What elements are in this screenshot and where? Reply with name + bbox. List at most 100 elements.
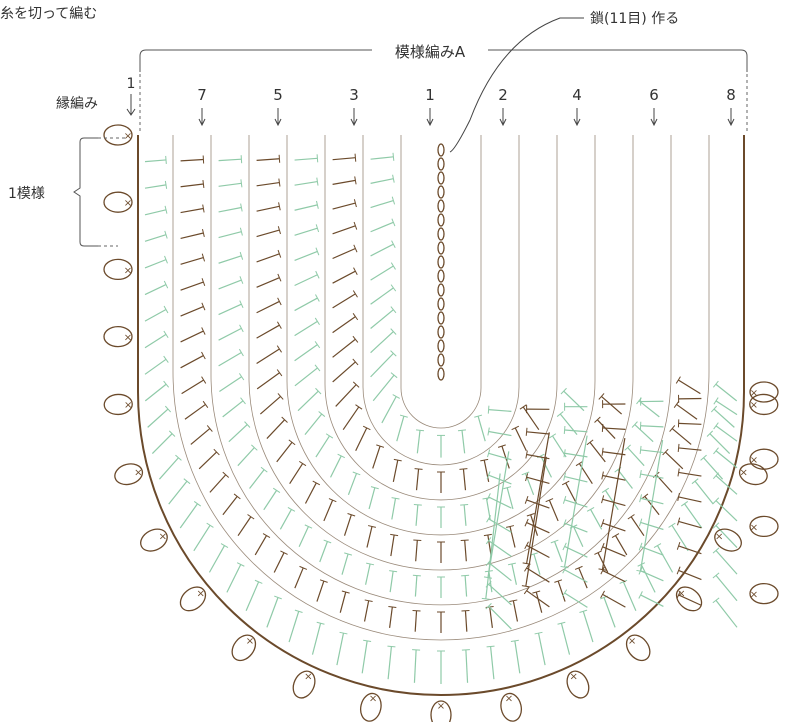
stitch-bar: [524, 518, 529, 527]
stitch-bar: [561, 480, 570, 486]
stitch-bar: [627, 514, 635, 520]
row-guide-curve: [248, 135, 634, 571]
stitch-bar: [601, 447, 604, 456]
stitch-bar: [507, 562, 516, 566]
stitch-mark: [511, 563, 518, 585]
stitch-mark: [464, 610, 468, 632]
stitch-bar: [316, 177, 319, 186]
stitch-mark: [180, 207, 204, 214]
stitch-bar: [562, 565, 567, 574]
stitch-bar: [304, 524, 313, 529]
stitch-bar: [353, 244, 358, 253]
row-arrow: [573, 108, 581, 127]
chain-stitch: [437, 269, 445, 283]
stitch-bar: [624, 444, 631, 451]
stitch-mark: [245, 581, 260, 612]
stitch-mark: [279, 509, 292, 530]
stitch-mark: [526, 567, 550, 583]
stitch-mark: [416, 430, 421, 454]
stitch-mark: [368, 487, 376, 510]
stitch-mark: [180, 232, 204, 240]
stitch-bar: [353, 199, 357, 208]
stitch-mark: [684, 503, 703, 529]
stitch-bar: [364, 599, 373, 602]
row-number: 2: [498, 86, 508, 104]
stitch-bar: [662, 448, 669, 456]
stitch-bar: [328, 498, 337, 503]
row-arrow: [727, 108, 735, 127]
stitch-mark: [198, 451, 217, 470]
stitch-mark: [294, 227, 318, 236]
stitch-mark: [602, 593, 626, 608]
stitch-mark: [332, 179, 356, 185]
stitch-bar: [206, 425, 213, 432]
stitch-bar: [366, 562, 375, 566]
stitch-mark: [319, 541, 328, 563]
stitch-bar: [352, 313, 359, 321]
stitch-bar: [676, 591, 681, 599]
row-number: 1: [425, 86, 435, 104]
chain-stitch: [437, 339, 445, 353]
stitch-bar: [712, 380, 719, 388]
edging-scallop: [749, 448, 779, 470]
stitch-mark: [323, 499, 334, 522]
stitch-bar: [316, 154, 319, 163]
stitch-bar: [706, 430, 714, 437]
stitch-mark: [144, 284, 167, 296]
cut-yarn-note: 糸を切って編む: [0, 6, 97, 22]
edging-cross: ×: [570, 671, 578, 682]
edging-cross: ×: [750, 522, 758, 533]
stitch-mark: [489, 646, 495, 680]
stitch-mark: [355, 427, 368, 452]
chain-stitch: [437, 171, 445, 185]
stitch-mark: [370, 265, 394, 281]
stitch-bar: [367, 525, 376, 528]
stitch-mark: [614, 535, 628, 556]
stitch-mark: [294, 367, 318, 387]
stitch-mark: [372, 445, 381, 469]
stitch-bar: [594, 550, 602, 555]
stitch-mark: [304, 482, 317, 504]
stitch-mark: [565, 482, 578, 504]
stitch-mark: [218, 279, 242, 290]
stitch-bar: [525, 427, 528, 436]
stitch-bar: [525, 473, 529, 482]
chain-stitch: [437, 353, 445, 367]
stitch-mark: [254, 535, 268, 556]
stitch-mark: [464, 575, 468, 597]
stitch-mark: [228, 424, 248, 443]
edging-scallop: [738, 463, 768, 486]
stitch-mark: [715, 550, 738, 575]
stitch-mark: [564, 569, 588, 583]
stitch-mark: [332, 361, 356, 383]
stitch-mark: [604, 490, 619, 511]
border-edging: ×××××××××××××××××××××××: [103, 124, 779, 722]
stitch-mark: [578, 567, 588, 589]
stitch-mark: [370, 243, 394, 257]
row-number: 6: [649, 86, 659, 104]
stitch-mark: [488, 583, 512, 606]
stitch-bar: [525, 450, 528, 459]
stitch-mark: [464, 540, 467, 562]
stitch-mark: [526, 499, 550, 509]
edging-scallop: [103, 258, 133, 281]
stitch-bar: [175, 454, 182, 461]
stitch-mark: [370, 199, 394, 209]
stitch-bar: [278, 178, 281, 187]
border-arrow: [126, 94, 136, 116]
stitch-bar: [575, 460, 584, 467]
row-guide-curve: [400, 135, 482, 429]
stitch-bar: [287, 507, 296, 512]
stitch-bar: [354, 153, 357, 162]
stitch-mark: [363, 600, 370, 622]
stitch-bar: [522, 562, 531, 565]
stitch-bar: [503, 486, 512, 490]
stitch-bar: [164, 180, 168, 189]
stitch-bar: [202, 204, 205, 213]
stitch-mark: [640, 449, 664, 454]
stitch-mark: [180, 355, 204, 369]
stitch-mark: [554, 541, 563, 563]
stitch-mark: [715, 450, 738, 469]
stitch-mark: [361, 640, 368, 674]
chain-stitch: [437, 143, 445, 157]
